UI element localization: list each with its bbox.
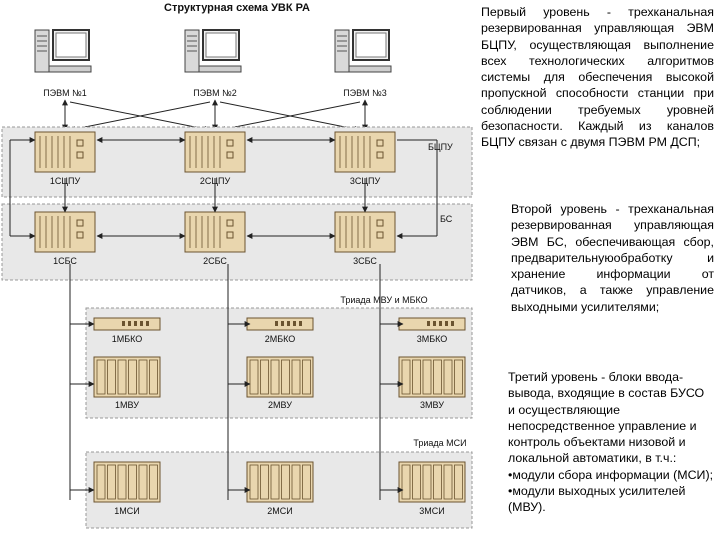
structure-diagram: Структурная схема УВК РА ПЭВМ №1 ПЭВМ №2 П…	[1, 2, 473, 529]
msi-label: 2МСИ	[267, 506, 292, 516]
pc-label: ПЭВМ №1	[43, 88, 87, 98]
mvu-label: 3МВУ	[420, 400, 444, 410]
msi-module	[246, 461, 314, 503]
bs-label: БС	[440, 214, 453, 224]
level3-description: Третий уровень - блоки ввода-вывода, вхо…	[508, 369, 714, 516]
bs-unit	[34, 211, 96, 253]
pc-icon	[184, 29, 242, 73]
bs-unit	[184, 211, 246, 253]
mvu-triad-label: Триада МВУ и МБКО	[340, 295, 427, 305]
pc-label: ПЭВМ №2	[193, 88, 237, 98]
mbko-module	[246, 317, 314, 331]
bcpu-label: БЦПУ	[428, 142, 453, 152]
level3-bullet-msi: •модули сбора информации (МСИ);	[508, 467, 714, 482]
mbko-module	[93, 317, 161, 331]
mbko-label: 1МБКО	[112, 334, 143, 344]
mvu-module	[93, 356, 161, 398]
pc-icon	[34, 29, 92, 73]
bcpu-unit	[34, 131, 96, 173]
pc-to-bcpu-links	[62, 99, 368, 132]
msi-module	[398, 461, 466, 503]
mvu-module	[398, 356, 466, 398]
mbko-label: 3МБКО	[417, 334, 448, 344]
mvu-label: 1МВУ	[115, 400, 139, 410]
unit-label: 1СБС	[53, 256, 77, 266]
mvu-module	[246, 356, 314, 398]
mvu-label: 2МВУ	[268, 400, 292, 410]
level2-description: Второй уровень - трехканальная резервиро…	[511, 202, 714, 314]
bs-unit	[334, 211, 396, 253]
bcpu-unit	[334, 131, 396, 173]
level3-intro: Третий уровень - блоки ввода-вывода, вхо…	[508, 370, 705, 466]
pc-label: ПЭВМ №3	[343, 88, 387, 98]
msi-label: 3МСИ	[419, 506, 444, 516]
mbko-label: 2МБКО	[265, 334, 296, 344]
diagram-title: Структурная схема УВК РА	[164, 2, 310, 14]
bcpu-unit	[184, 131, 246, 173]
pc-icon	[334, 29, 392, 73]
msi-triad-label: Триада МСИ	[413, 438, 466, 448]
level3-bullet-mvu: •модули выходных усилителей (МВУ).	[508, 484, 686, 515]
msi-label: 1МСИ	[114, 506, 139, 516]
msi-module	[93, 461, 161, 503]
bcpu-bs-bus	[9, 137, 438, 239]
lower-bus-lines	[69, 264, 404, 500]
level1-description: Первый уровень - трехканальная резервиро…	[481, 5, 714, 150]
unit-label: 2СБС	[203, 256, 227, 266]
unit-label: 3СБС	[353, 256, 377, 266]
mbko-module	[398, 317, 466, 331]
